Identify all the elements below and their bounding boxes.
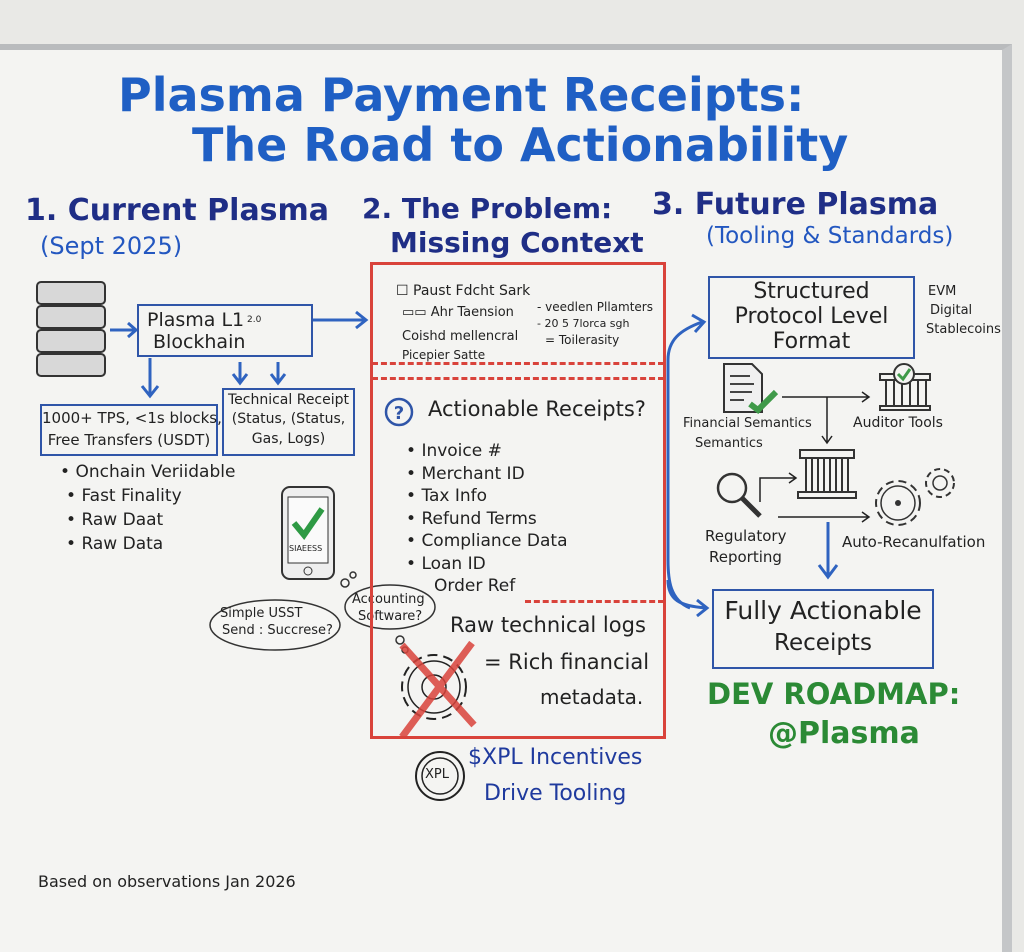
thought-cloud-icon — [209, 571, 436, 654]
bullet: • Loan ID — [406, 553, 486, 574]
stats-line1: 1000+ TPS, <1s blocks, — [42, 409, 222, 427]
crossed-gear-icon — [399, 640, 477, 740]
side-note: EVM Digital Stablecoins — [926, 282, 1001, 339]
logs-line2: = Rich financial — [484, 650, 650, 674]
logs-line1: Raw technical logs — [450, 613, 646, 637]
incentive-line1: $XPL Incentives — [468, 745, 643, 770]
structured-line1: Structured — [753, 279, 870, 304]
regulatory-line1: Regulatory — [705, 527, 787, 545]
financial-line1: Financial Semantics — [683, 416, 812, 431]
col1-subheading: (Sept 2025) — [40, 232, 183, 260]
fully-actionable-box: Fully Actionable Receipts — [712, 589, 934, 669]
structured-line2: Protocol Level — [734, 304, 889, 329]
col2-heading1: 2. The Problem: — [362, 192, 613, 225]
bullet: • Refund Terms — [406, 508, 537, 529]
col1-heading: 1. Current Plasma — [25, 193, 330, 228]
chain-box-line2: Blockhain — [153, 331, 246, 353]
phone-icon — [281, 486, 335, 580]
stats-line2: Free Transfers (USDT) — [47, 431, 211, 449]
coin-label: XPL — [425, 767, 449, 782]
bullet: • Raw Daat — [66, 510, 164, 530]
stats-box: 1000+ TPS, <1s blocks, Free Transfers (U… — [40, 404, 222, 456]
col2-bullets: • Invoice # • Merchant ID • Tax Info • R… — [406, 440, 568, 598]
problem-box — [370, 262, 666, 739]
plasma-l1-box: Plasma L1 2.0 Blockhain — [137, 304, 313, 357]
col3-subheading: (Tooling & Standards) — [706, 223, 954, 249]
receipt-line1: Technical Receipt — [227, 392, 350, 408]
bullet: Order Ref — [434, 576, 516, 596]
cloud1-line1: Simple USST — [220, 606, 303, 621]
structured-format-box: Structured Protocol Level Format — [708, 276, 915, 359]
auditor-building-icon — [879, 363, 931, 411]
side-note-line: Stablecoins — [926, 322, 1001, 337]
divider — [525, 600, 664, 603]
bullet: • Onchain Veriidable — [60, 462, 236, 482]
receipt-line2: (Status, (Status, — [231, 411, 346, 427]
garbled-6: - 20 5 7lorca sgh — [537, 317, 630, 330]
bullet: • Raw Data — [66, 534, 164, 554]
col2-heading2: Missing Context — [390, 226, 644, 259]
roadmap-line2: @Plasma — [768, 716, 920, 751]
garbled-3: Coishd mellencral — [402, 329, 519, 344]
roadmap-line1: DEV ROADMAP: — [707, 677, 961, 711]
garbled-2: ▭▭ Ahr Taension — [402, 305, 514, 320]
divider — [372, 362, 664, 365]
server-icon — [36, 281, 106, 377]
structured-line3: Format — [772, 329, 851, 354]
bullet: • Compliance Data — [406, 531, 568, 551]
gears-icon — [875, 468, 955, 526]
technical-receipt-box: Technical Receipt (Status, (Status, Gas,… — [222, 388, 355, 456]
phone-label: SIAEESS — [289, 544, 323, 553]
auditor-label: Auditor Tools — [853, 415, 943, 431]
divider — [372, 377, 664, 380]
auto-label: Auto-Recanulfation — [842, 533, 986, 551]
svg-text:?: ? — [394, 403, 404, 424]
actionable-question: Actionable Receipts? — [428, 397, 646, 421]
document-check-icon — [723, 363, 779, 414]
bullet: • Fast Finality — [66, 486, 182, 506]
garbled-4: Picepier Satte — [402, 348, 486, 362]
incentive-line2: Drive Tooling — [484, 781, 627, 806]
financial-line2: Semantics — [695, 436, 763, 451]
regulatory-line2: Reporting — [709, 548, 782, 566]
logs-line3: metadata. — [540, 685, 644, 709]
title-line1: Plasma Payment Receipts: — [118, 68, 805, 122]
garbled-7: = Toilerasity — [545, 333, 620, 347]
garbled-5: - veedlen Pllamters — [537, 300, 653, 314]
cloud2-line2: Software? — [358, 609, 423, 624]
arrow-icon — [110, 321, 139, 339]
bullet: • Merchant ID — [406, 463, 525, 484]
institution-icon — [797, 449, 857, 499]
garbled-1: ☐ Paust Fdcht Sark — [396, 283, 531, 299]
final-line2: Receipts — [774, 630, 872, 656]
cloud1-line2: Send : Succrese? — [222, 623, 333, 638]
col3-heading: 3. Future Plasma — [652, 187, 939, 222]
title-line2: The Road to Actionability — [192, 118, 849, 172]
chain-box-line1: Plasma L1 — [147, 309, 245, 331]
receipt-line3: Gas, Logs) — [251, 431, 326, 447]
side-note-line: EVM — [928, 284, 957, 299]
question-icon: ? — [384, 397, 414, 427]
bullet: • Tax Info — [406, 486, 488, 506]
footer-note: Based on observations Jan 2026 — [38, 872, 296, 891]
final-line1: Fully Actionable — [724, 596, 922, 625]
bullet: • Invoice # — [406, 441, 502, 461]
side-note-line: Digital — [930, 303, 973, 318]
chain-box-note: 2.0 — [247, 315, 262, 325]
col1-bullets: • Onchain Veriidable • Fast Finality • R… — [60, 460, 235, 556]
magnifier-icon — [716, 472, 762, 518]
xpl-coin-icon — [415, 751, 465, 801]
